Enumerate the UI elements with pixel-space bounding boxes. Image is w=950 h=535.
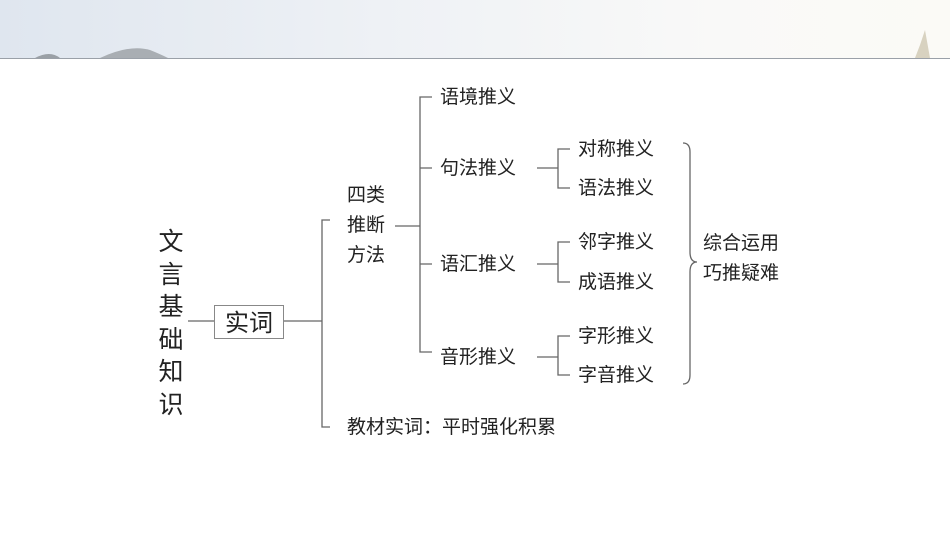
method-form: 音形推义	[440, 346, 517, 368]
node-shici: 实词	[214, 305, 284, 339]
summary-line-1: 综合运用	[703, 232, 780, 254]
method-label-3: 方法	[347, 244, 386, 266]
mountain-decoration	[35, 30, 930, 58]
sub-item: 成语推义	[578, 271, 655, 293]
sub-item: 对称推义	[578, 138, 655, 160]
sub-item: 邻字推义	[578, 231, 655, 253]
method-vocab: 语汇推义	[440, 253, 517, 275]
method-context: 语境推义	[440, 86, 517, 108]
textbook-words: 教材实词：平时强化积累	[347, 416, 557, 438]
method-syntax: 句法推义	[440, 157, 517, 179]
summary-line-2: 巧推疑难	[703, 262, 780, 284]
header-banner	[0, 0, 950, 59]
sub-item: 字音推义	[578, 364, 655, 386]
root-label: 文言基础知识	[158, 227, 184, 419]
method-label-1: 四类	[347, 184, 386, 206]
sub-item: 语法推义	[578, 177, 655, 199]
method-label-2: 推断	[347, 214, 386, 236]
sub-item: 字形推义	[578, 325, 655, 347]
